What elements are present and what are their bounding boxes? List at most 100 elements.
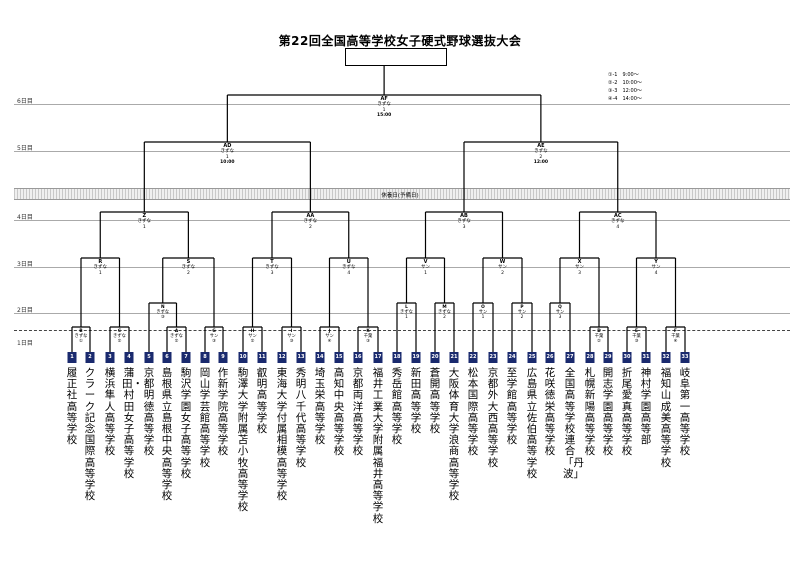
school-name: 蒲田・村田女子高等学校: [122, 367, 143, 480]
school-name: 花咲徳栄高等学校: [544, 367, 556, 458]
match-L-id: L: [405, 305, 408, 310]
match-H-venue: サン: [248, 334, 257, 340]
match-AF-time: 15:00: [376, 113, 392, 119]
match-J-num: ④: [327, 339, 332, 345]
seed-number: 6: [162, 352, 172, 363]
school-name: 横浜隼人高等学校: [104, 367, 116, 458]
match-AD-time: 10:00: [220, 160, 235, 166]
match-L-num: 1: [405, 315, 408, 321]
match-I-venue: サン: [287, 334, 296, 340]
legend-item: ②-2 10:00〜: [608, 80, 642, 86]
match-R-id: R: [98, 259, 103, 265]
match-U-num: 4: [347, 270, 351, 276]
school-name: 秀明八千代高等学校: [295, 367, 307, 469]
rest-day-band: [14, 188, 790, 200]
match-U-venue: きずな: [342, 265, 356, 271]
match-B-id: B: [79, 329, 83, 334]
match-W-id: W: [499, 259, 506, 265]
match-E-venue: 千葉: [632, 334, 641, 340]
day-label-1: 1日目: [17, 340, 33, 347]
seed-number: 3: [105, 352, 115, 363]
match-V-id: V: [423, 259, 428, 265]
match-F-venue: 千葉: [671, 334, 680, 340]
match-Z-num: 1: [142, 224, 146, 230]
match-S-num: 2: [186, 270, 190, 276]
school-name: 新田高等学校: [410, 367, 422, 436]
day-line-2: [14, 313, 790, 314]
match-L-venue: きずな: [400, 310, 413, 316]
match-J-id: J: [328, 329, 331, 334]
match-H-id: H: [250, 329, 255, 334]
seed-number: 16: [353, 352, 363, 363]
seed-number: 22: [468, 352, 478, 363]
match-I-id: I: [290, 329, 293, 334]
match-O-id: O: [481, 305, 485, 310]
match-N-venue: きずな: [156, 310, 170, 316]
seed-number: 1: [67, 352, 77, 363]
match-M-venue: きずな: [438, 310, 451, 316]
seed-number: 20: [430, 352, 440, 363]
school-name: 京都外大西高等学校: [487, 367, 499, 469]
school-name: 岡山学芸館高等学校: [199, 367, 211, 469]
school-name: 作新学院高等学校: [217, 367, 229, 458]
rest-day-label: 休養日(予備日): [381, 193, 419, 199]
legend-item: ①-1 9:00〜: [608, 72, 639, 78]
seed-number: 31: [641, 352, 651, 363]
match-AE-num: 2: [539, 154, 543, 160]
match-AD-num: 1: [225, 154, 229, 160]
school-name: 京都両洋高等学校: [352, 367, 364, 458]
legend-item: ③-3 12:00〜: [608, 88, 642, 94]
match-X-num: 3: [578, 270, 581, 276]
day-line-3: [14, 267, 790, 268]
school-name: 至学館高等学校: [506, 367, 518, 447]
school-name: 島根県立島根中央高等学校: [161, 367, 173, 503]
legend-item: ④-4 14:00〜: [608, 96, 642, 102]
match-W-venue: サン: [498, 265, 507, 271]
match-H-num: ②: [250, 339, 255, 345]
seed-number: 26: [545, 352, 555, 363]
match-AC-venue: きずな: [611, 219, 625, 225]
match-AA-venue: きずな: [303, 219, 318, 225]
match-V-num: 1: [424, 270, 427, 276]
match-G-venue: サン: [209, 334, 219, 340]
match-P-venue: サン: [517, 310, 527, 316]
day-line-6: [14, 104, 790, 105]
match-Z-venue: きずな: [137, 219, 152, 225]
school-name: 履正社高等学校: [66, 367, 78, 447]
match-C-num: ②: [117, 339, 122, 345]
school-name: 松本国際高等学校: [467, 367, 479, 458]
match-AE-id: AE: [537, 143, 545, 149]
match-AC-num: 4: [616, 224, 620, 230]
school-name: 広島県立佐伯高等学校: [526, 367, 538, 480]
match-AD-id: AD: [223, 143, 232, 149]
match-A-num: ②: [174, 339, 179, 345]
school-name: 岐阜第一高等学校: [679, 367, 691, 458]
match-A-id: A: [174, 329, 179, 334]
seed-number: 13: [296, 352, 306, 363]
match-AB-venue: きずな: [457, 219, 471, 225]
seed-number: 5: [144, 352, 154, 363]
school-name: 埼玉栄高等学校: [314, 367, 326, 447]
match-A-venue: きずな: [170, 334, 183, 340]
champion-box: [345, 48, 447, 66]
match-C-id: C: [117, 329, 122, 334]
match-D-id: D: [597, 329, 601, 334]
match-W-num: 2: [501, 270, 504, 276]
match-E-num: ③: [634, 339, 639, 345]
seed-number: 2: [85, 352, 95, 363]
match-Q-id: Q: [558, 305, 562, 310]
match-T-id: T: [270, 259, 274, 265]
match-P-num: 2: [520, 315, 524, 321]
page-title: 第22回全国高等学校女子硬式野球選抜大会: [278, 34, 522, 48]
